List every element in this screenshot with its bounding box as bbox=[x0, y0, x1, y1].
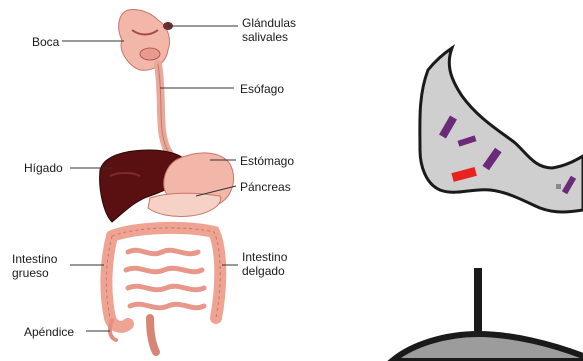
label-intestino-delgado-line2: delgado bbox=[242, 264, 287, 278]
label-apendice: Apéndice bbox=[24, 325, 74, 339]
crosshair-circle bbox=[392, 268, 583, 361]
label-esofago: Esófago bbox=[240, 82, 284, 96]
large-intestine bbox=[106, 228, 220, 327]
label-boca: Boca bbox=[32, 35, 59, 49]
pancreas bbox=[148, 193, 221, 216]
label-glandulas-line2: salivales bbox=[242, 30, 296, 44]
small-intestine bbox=[126, 250, 204, 307]
label-estomago: Estómago bbox=[240, 154, 294, 168]
label-glandulas-salivales: Glándulas salivales bbox=[242, 16, 296, 44]
label-intestino-grueso-line1: Intestino bbox=[12, 252, 57, 266]
mouth-region bbox=[119, 9, 170, 70]
label-higado: Hígado bbox=[24, 161, 63, 175]
digestive-tract-zoom bbox=[398, 30, 583, 230]
label-intestino-grueso-line2: grueso bbox=[12, 266, 57, 280]
label-glandulas-line1: Glándulas bbox=[242, 16, 296, 30]
label-pancreas: Páncreas bbox=[240, 180, 291, 194]
label-intestino-grueso: Intestino grueso bbox=[12, 252, 57, 280]
label-intestino-delgado-line1: Intestino bbox=[242, 250, 287, 264]
label-intestino-delgado: Intestino delgado bbox=[242, 250, 287, 278]
